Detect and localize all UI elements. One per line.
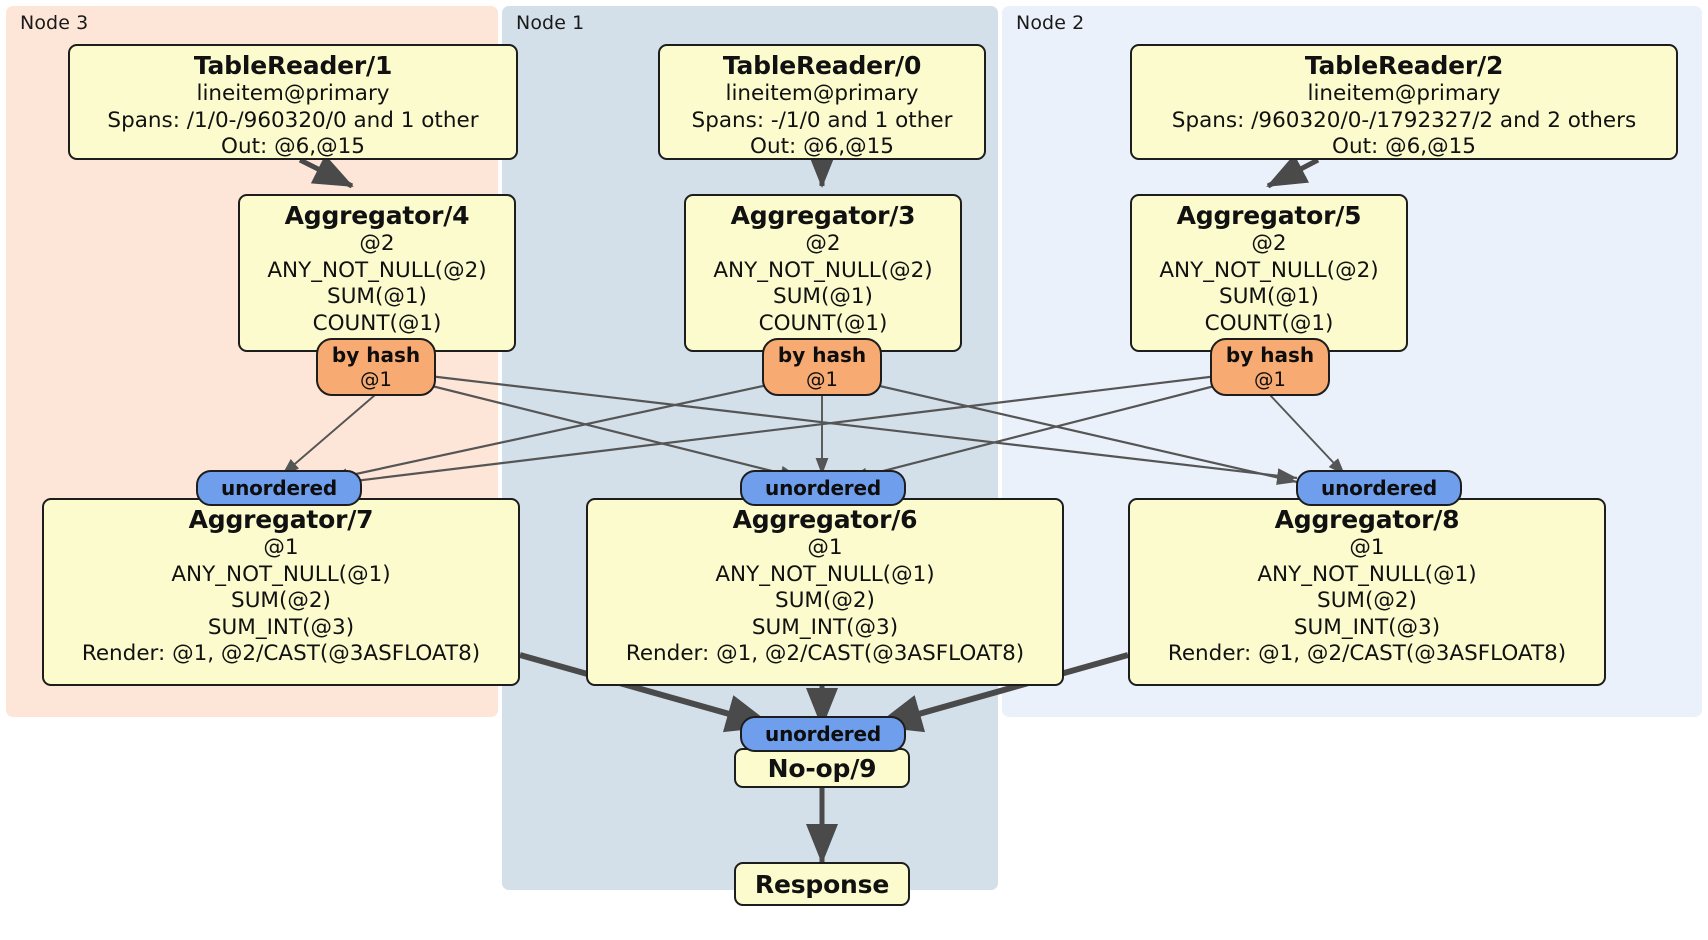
router-column: @1: [806, 368, 838, 391]
processor-response[interactable]: Response: [734, 862, 910, 906]
processor-line: ANY_NOT_NULL(@1): [1257, 561, 1477, 587]
processor-line: SUM_INT(@3): [207, 614, 355, 640]
processor-line: Spans: /960320/0-/1792327/2 and 2 others: [1171, 107, 1637, 133]
processor-line: SUM(@1): [773, 284, 873, 309]
processor-no-op-9[interactable]: No-op/9: [734, 748, 910, 788]
processor-line: ANY_NOT_NULL(@2): [713, 257, 933, 283]
processor-line: Spans: -/1/0 and 1 other: [691, 107, 953, 133]
processor-title: Aggregator/5: [1176, 201, 1362, 230]
processor-line: Spans: /1/0-/960320/0 and 1 other: [107, 107, 479, 133]
processor-line: SUM_INT(@3): [1293, 614, 1441, 640]
processor-line: Render: @1, @2/CAST(@3ASFLOAT8): [81, 641, 481, 666]
processor-title: Aggregator/7: [188, 505, 374, 534]
processor-title: Aggregator/4: [284, 201, 470, 230]
processor-line: ANY_NOT_NULL(@1): [171, 561, 391, 587]
router-label: by hash: [777, 343, 867, 367]
processor-aggregator-5[interactable]: Aggregator/5 @2 ANY_NOT_NULL(@2) SUM(@1)…: [1130, 194, 1408, 352]
synchronizer-label: unordered: [1321, 476, 1437, 500]
processor-line: @1: [807, 535, 843, 560]
processor-tablereader-2[interactable]: TableReader/2 lineitem@primary Spans: /9…: [1130, 44, 1678, 160]
processor-title: Response: [754, 869, 890, 899]
processor-line: @1: [263, 535, 299, 560]
router-column: @1: [360, 368, 392, 391]
processor-line: SUM(@1): [1219, 284, 1319, 309]
processor-line: COUNT(@1): [1204, 310, 1334, 336]
synchronizer-label: unordered: [221, 476, 337, 500]
processor-title: Aggregator/3: [730, 201, 916, 230]
processor-title: TableReader/0: [722, 51, 922, 80]
synchronizer-unordered-right[interactable]: unordered: [1296, 470, 1462, 506]
processor-line: Out: @6,@15: [750, 134, 894, 159]
processor-title: TableReader/1: [193, 51, 393, 80]
processor-line: Out: @6,@15: [221, 134, 365, 159]
router-by-hash-mid[interactable]: by hash @1: [762, 338, 882, 396]
processor-line: SUM(@1): [327, 284, 427, 309]
processor-tablereader-1[interactable]: TableReader/1 lineitem@primary Spans: /1…: [68, 44, 518, 160]
router-label: by hash: [1225, 343, 1315, 367]
processor-line: Render: @1, @2/CAST(@3ASFLOAT8): [1167, 641, 1567, 666]
processor-title: Aggregator/8: [1274, 505, 1460, 534]
processor-aggregator-8[interactable]: Aggregator/8 @1 ANY_NOT_NULL(@1) SUM(@2)…: [1128, 498, 1606, 686]
synchronizer-label: unordered: [765, 476, 881, 500]
router-by-hash-right[interactable]: by hash @1: [1210, 338, 1330, 396]
processor-aggregator-4[interactable]: Aggregator/4 @2 ANY_NOT_NULL(@2) SUM(@1)…: [238, 194, 516, 352]
node-label-node3: Node 3: [20, 12, 89, 34]
router-column: @1: [1254, 368, 1286, 391]
router-by-hash-left[interactable]: by hash @1: [316, 338, 436, 396]
synchronizer-unordered-final[interactable]: unordered: [740, 716, 906, 752]
processor-line: SUM(@2): [1317, 588, 1417, 613]
processor-line: @1: [1349, 535, 1385, 560]
processor-tablereader-0[interactable]: TableReader/0 lineitem@primary Spans: -/…: [658, 44, 986, 160]
processor-title: No-op/9: [767, 753, 877, 783]
processor-line: @2: [805, 231, 841, 256]
processor-line: COUNT(@1): [758, 310, 888, 336]
processor-line: COUNT(@1): [312, 310, 442, 336]
processor-aggregator-3[interactable]: Aggregator/3 @2 ANY_NOT_NULL(@2) SUM(@1)…: [684, 194, 962, 352]
synchronizer-unordered-left[interactable]: unordered: [196, 470, 362, 506]
processor-line: ANY_NOT_NULL(@2): [1159, 257, 1379, 283]
node-label-node1: Node 1: [516, 12, 585, 34]
synchronizer-unordered-mid[interactable]: unordered: [740, 470, 906, 506]
processor-line: Render: @1, @2/CAST(@3ASFLOAT8): [625, 641, 1025, 666]
processor-title: Aggregator/6: [732, 505, 918, 534]
processor-aggregator-7[interactable]: Aggregator/7 @1 ANY_NOT_NULL(@1) SUM(@2)…: [42, 498, 520, 686]
processor-line: ANY_NOT_NULL(@2): [267, 257, 487, 283]
processor-line: lineitem@primary: [196, 81, 390, 106]
processor-line: SUM(@2): [231, 588, 331, 613]
processor-aggregator-6[interactable]: Aggregator/6 @1 ANY_NOT_NULL(@1) SUM(@2)…: [586, 498, 1064, 686]
processor-line: @2: [1251, 231, 1287, 256]
processor-line: Out: @6,@15: [1332, 134, 1476, 159]
synchronizer-label: unordered: [765, 722, 881, 746]
processor-line: lineitem@primary: [725, 81, 919, 106]
processor-line: lineitem@primary: [1307, 81, 1501, 106]
processor-line: @2: [359, 231, 395, 256]
processor-line: SUM_INT(@3): [751, 614, 899, 640]
router-label: by hash: [331, 343, 421, 367]
processor-line: SUM(@2): [775, 588, 875, 613]
node-label-node2: Node 2: [1016, 12, 1085, 34]
processor-title: TableReader/2: [1304, 51, 1504, 80]
processor-line: ANY_NOT_NULL(@1): [715, 561, 935, 587]
